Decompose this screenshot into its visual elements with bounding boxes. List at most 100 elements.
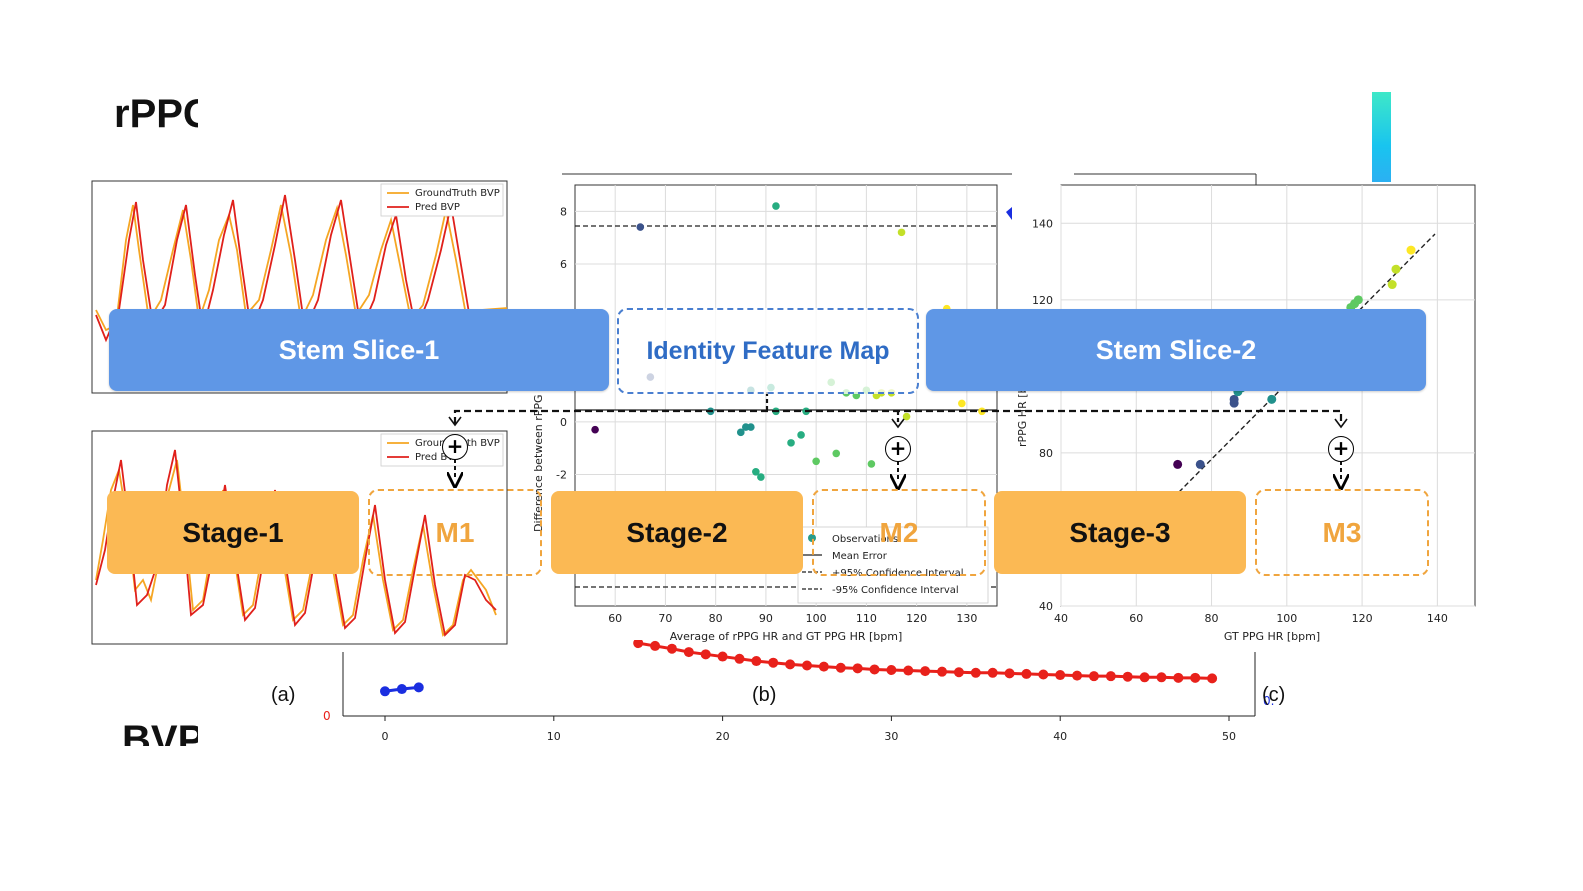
legend-ci-upper: +95% Confidence Interval <box>832 568 963 579</box>
bottom-series-point <box>785 659 796 670</box>
ba-point <box>772 202 780 210</box>
stem-slice-1: Stem Slice-1 <box>109 309 609 391</box>
identity-line <box>1178 233 1436 493</box>
bottom-series-point <box>920 666 931 677</box>
bottom-series-point <box>987 667 998 678</box>
corr-point <box>1229 394 1239 404</box>
bottom-series-point <box>903 665 914 676</box>
bottom-series-point <box>1088 671 1099 682</box>
corr-x-tick: 60 <box>1129 612 1143 625</box>
bottom-series-point <box>1038 669 1049 680</box>
bottom-series-point <box>886 665 897 675</box>
add-node-1: + <box>442 434 468 460</box>
bottom-series-point <box>1072 670 1083 681</box>
bottom-x-tick: 50 <box>1222 730 1236 743</box>
stage-3: Stage-3 <box>994 491 1246 574</box>
ba-point <box>902 412 911 421</box>
bottom-series-point <box>700 649 711 660</box>
corr-y-tick: 40 <box>1039 600 1053 613</box>
ba-x-tick: 110 <box>856 612 877 625</box>
legend-gt-bvp-top: GroundTruth BVP <box>415 188 500 199</box>
add-node-3: + <box>1328 436 1354 462</box>
ba-x-tick: 80 <box>709 612 723 625</box>
module-m1-label: M1 <box>435 516 475 548</box>
corr-x-tick: 120 <box>1352 612 1373 625</box>
corr-y-tick: 140 <box>1032 217 1053 230</box>
bottom-series-point <box>1004 668 1015 679</box>
bottom-series-point <box>751 656 762 667</box>
bottom-series-point <box>1173 672 1184 683</box>
bottom-series-point <box>1021 668 1032 679</box>
legend-mean-error: Mean Error <box>832 551 888 562</box>
bottom-x-tick: 20 <box>716 730 730 743</box>
ba-xlabel: Average of rPPG HR and GT PPG HR [bpm] <box>670 630 903 643</box>
ba-point <box>897 228 906 237</box>
colorbar-fragment <box>1372 92 1391 182</box>
ba-x-tick: 90 <box>759 612 773 625</box>
ba-point <box>742 423 750 431</box>
bottom-series-point <box>717 651 728 662</box>
stage-3-label: Stage-3 <box>1069 516 1171 548</box>
bottom-series-point <box>835 662 846 673</box>
legend-observations: Observations <box>832 534 898 545</box>
bottom-series-point <box>1122 671 1133 682</box>
ba-x-tick: 70 <box>658 612 672 625</box>
bottom-series-point <box>1105 671 1116 682</box>
ba-point <box>736 428 745 437</box>
ba-point <box>757 473 765 481</box>
bottom-series-point <box>413 682 424 693</box>
stage-2-label: Stage-2 <box>626 516 728 548</box>
bottom-series-point <box>683 647 694 658</box>
caption-c: (c) <box>1262 684 1286 706</box>
bottom-series-point <box>869 664 880 675</box>
bottom-series-point <box>953 667 964 678</box>
ba-point <box>591 425 599 434</box>
corr-x-tick: 100 <box>1276 612 1297 625</box>
module-m2: M2 <box>812 489 986 576</box>
bottom-series-point <box>633 640 644 649</box>
bottom-x-tick: 10 <box>547 730 561 743</box>
corr-point <box>1387 280 1397 290</box>
ba-x-tick: 120 <box>906 612 927 625</box>
ba-point <box>867 460 876 468</box>
corr-x-tick: 140 <box>1427 612 1448 625</box>
module-m3: M3 <box>1255 489 1429 576</box>
stage-1-label: Stage-1 <box>182 516 284 548</box>
ba-point <box>636 223 645 231</box>
ba-point <box>832 449 841 458</box>
corr-xlabel: GT PPG HR [bpm] <box>1224 630 1320 643</box>
ba-point <box>797 431 805 439</box>
identity-feature-map-label: Identity Feature Map <box>646 336 890 365</box>
bottom-series-point <box>396 684 407 695</box>
bottom-series-point <box>768 657 779 668</box>
bottom-x-tick: 40 <box>1053 730 1067 743</box>
stage-2: Stage-2 <box>551 491 803 574</box>
caption-b: (b) <box>752 684 777 706</box>
bottom-series-point <box>1207 673 1218 684</box>
module-m3-label: M3 <box>1322 516 1362 548</box>
bottom-series-point <box>650 640 661 651</box>
ba-y-tick: -2 <box>556 468 567 481</box>
corr-point <box>1173 459 1183 469</box>
corr-point <box>1406 245 1416 255</box>
ba-point <box>752 468 760 476</box>
bottom-series-point <box>734 653 745 664</box>
corr-y-tick: 120 <box>1032 294 1053 307</box>
bottom-series-point <box>970 667 981 678</box>
corr-y-tick: 80 <box>1039 447 1053 460</box>
bottom-series-point <box>1190 672 1201 683</box>
rppg-title: rPPG <box>114 92 198 136</box>
caption-a: (a) <box>271 684 296 706</box>
ba-point <box>787 439 795 447</box>
corr-point <box>1267 394 1277 404</box>
legend-ci-lower: -95% Confidence Interval <box>832 585 959 596</box>
ba-x-tick: 100 <box>806 612 827 625</box>
ba-y-tick: 8 <box>560 205 567 218</box>
ba-y-tick: 0 <box>560 416 567 429</box>
corr-point <box>1353 295 1363 305</box>
bottom-series-point <box>852 663 863 674</box>
bottom-x-tick: 30 <box>884 730 898 743</box>
ba-x-tick: 60 <box>608 612 622 625</box>
